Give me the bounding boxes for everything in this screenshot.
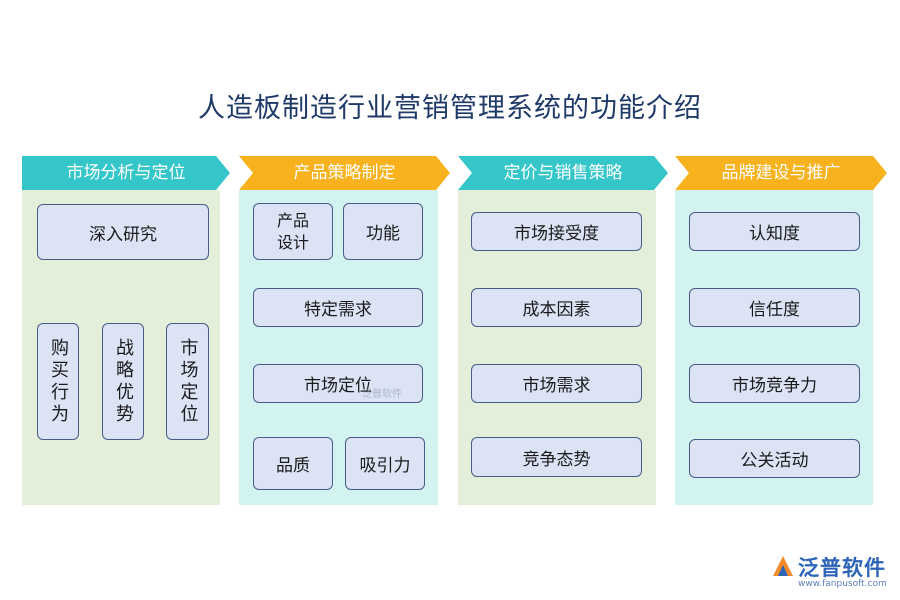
fanpu-logo-icon (773, 556, 793, 576)
box-product-design: 产品设计 (253, 203, 333, 260)
box-pr-activities: 公关活动 (689, 439, 860, 478)
box-deep-research: 深入研究 (37, 204, 209, 260)
box-purchase-behavior: 购买行为 (37, 323, 79, 440)
header-pricing-sales: 定价与销售策略 (458, 156, 668, 190)
box-trust: 信任度 (689, 288, 860, 327)
brand-logo: 泛普软件 www.fanpusoft.com (770, 552, 892, 592)
box-competition: 竞争态势 (471, 437, 642, 477)
watermark-text: 泛普软件 (362, 389, 402, 400)
diagram-title: 人造板制造行业营销管理系统的功能介绍 (198, 93, 702, 124)
logo-name: 泛普软件 (798, 556, 886, 580)
header-market-analysis: 市场分析与定位 (22, 156, 230, 190)
box-competitiveness: 市场竞争力 (689, 364, 860, 403)
box-function: 功能 (343, 203, 423, 260)
box-market-acceptance: 市场接受度 (471, 212, 642, 251)
box-strategic-advantage: 战略优势 (102, 323, 144, 440)
logo-url: www.fanpusoft.com (798, 579, 887, 589)
header-brand-building: 品牌建设与推广 (675, 156, 887, 190)
box-quality: 品质 (253, 437, 333, 490)
box-specific-demand: 特定需求 (253, 288, 423, 327)
box-cost-factors: 成本因素 (471, 288, 642, 327)
box-awareness: 认知度 (689, 212, 860, 251)
box-market-demand: 市场需求 (471, 364, 642, 403)
box-attractiveness: 吸引力 (345, 437, 425, 490)
box-market-positioning-1: 市场定位 (166, 323, 209, 440)
header-product-strategy: 产品策略制定 (239, 156, 450, 190)
box-market-positioning-2: 市场定位 (253, 364, 423, 403)
